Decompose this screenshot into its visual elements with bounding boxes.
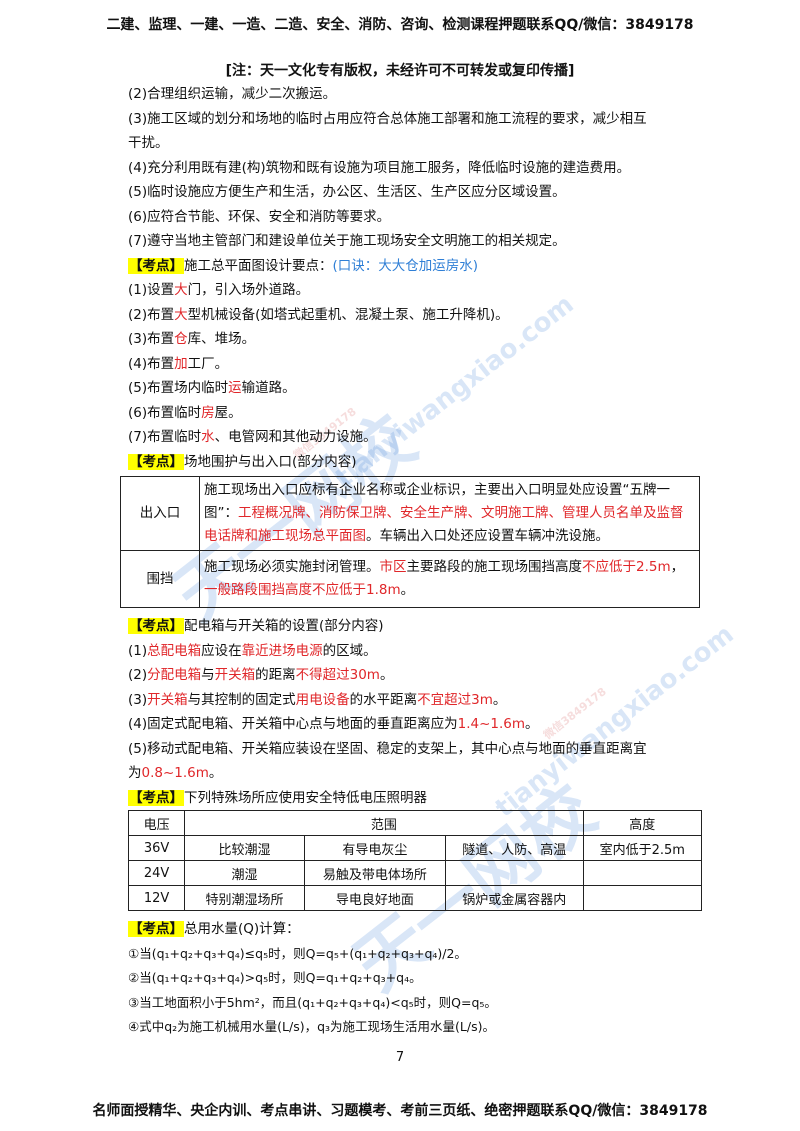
section-heading: 【考点】施工总平面图设计要点：(口诀：大大仓加运房水) bbox=[128, 254, 708, 279]
table-cell: 锅炉或金属容器内 bbox=[444, 885, 584, 911]
table-cell bbox=[444, 860, 584, 886]
formula-line: ②当(q₁+q₂+q₃+q₄)>q₅时，则Q=q₁+q₂+q₃+q₄。 bbox=[128, 970, 422, 985]
key-point-tag: 【考点】 bbox=[128, 618, 184, 634]
table-cell: 施工现场必须实施封闭管理。市区主要路段的施工现场围挡高度不应低于2.5m，一般路… bbox=[199, 550, 700, 608]
table-cell: 12V bbox=[127, 885, 186, 911]
text-line: (6)应符合节能、环保、安全和消防等要求。 bbox=[128, 208, 391, 225]
table-cell: 出入口 bbox=[120, 476, 200, 551]
key-point-tag: 【考点】 bbox=[128, 257, 184, 274]
key-point-tag: 【考点】 bbox=[128, 453, 184, 470]
text-line: 干扰。 bbox=[128, 135, 169, 151]
page-header: 二建、监理、一建、一造、二造、安全、消防、咨询、检测课程押题联系QQ/微信：38… bbox=[106, 17, 694, 33]
list-item: (4)固定式配电箱、开关箱中心点与地面的垂直距离应为1.4~1.6m。 bbox=[128, 716, 539, 732]
table-cell: 比较潮湿 bbox=[184, 835, 305, 861]
voltage-table: 电压 范围 高度 36V 比较潮湿 有导电灰尘 隧道、人防、高温 室内低于2.5… bbox=[127, 810, 703, 911]
list-item: 为0.8~1.6m。 bbox=[128, 765, 223, 781]
section-title: 总用水量(Q)计算： bbox=[184, 921, 300, 937]
mnemonic: (口诀：大大仓加运房水) bbox=[332, 257, 479, 274]
table-cell: 有导电灰尘 bbox=[303, 835, 446, 861]
table-cell: 室内低于2.5m bbox=[582, 835, 703, 861]
text-line: (2)合理组织运输，减少二次搬运。 bbox=[128, 86, 337, 102]
site-enclosure-table: 出入口 施工现场出入口应标有企业名称或企业标识，主要出入口明显处应设置“五牌一图… bbox=[120, 476, 700, 608]
list-item: (1)设置大门，引入场外道路。 bbox=[128, 282, 310, 298]
key-point-tag: 【考点】 bbox=[128, 921, 184, 937]
list-item: (4)布置加工厂。 bbox=[128, 355, 229, 372]
text-line: (3)施工区域的划分和场地的临时占用应符合总体施工部署和施工流程的要求，减少相互 bbox=[128, 110, 647, 127]
section-title: 施工总平面图设计要点： bbox=[184, 257, 333, 274]
table-row: 出入口 施工现场出入口应标有企业名称或企业标识，主要出入口明显处应设置“五牌一图… bbox=[120, 476, 700, 551]
copyright-notice: [注：天一文化专有版权，未经许可不可转发或复印传播] bbox=[225, 63, 575, 79]
list-item: (5)移动式配电箱、开关箱应装设在坚固、稳定的支架上，其中心点与地面的垂直距离宜 bbox=[128, 740, 647, 757]
list-item: (1)总配电箱应设在靠近进场电源的区域。 bbox=[128, 642, 377, 659]
table-row: 36V 比较潮湿 有导电灰尘 隧道、人防、高温 室内低于2.5m bbox=[127, 835, 703, 861]
list-item: (7)布置临时水、电管网和其他动力设施。 bbox=[128, 429, 377, 445]
section-heading: 【考点】场地围护与出入口(部分内容) bbox=[128, 450, 708, 475]
list-item: (2)分配电箱与开关箱的距离不得超过30m。 bbox=[128, 667, 394, 683]
table-header: 电压 bbox=[127, 810, 186, 836]
table-cell bbox=[582, 860, 703, 886]
table-cell: 潮湿 bbox=[184, 860, 305, 886]
table-row: 围挡 施工现场必须实施封闭管理。市区主要路段的施工现场围挡高度不应低于2.5m，… bbox=[120, 550, 700, 608]
list-item: (6)布置临时房屋。 bbox=[128, 404, 242, 421]
text-line: (5)临时设施应方便生产和生活，办公区、生活区、生产区应分区域设置。 bbox=[128, 184, 566, 200]
section-title: 下列特殊场所应使用安全特低电压照明器 bbox=[184, 789, 427, 806]
section-heading: 【考点】配电箱与开关箱的设置(部分内容) bbox=[128, 614, 708, 639]
text-line: (4)充分利用既有建(构)筑物和既有设施为项目施工服务，降低临时设施的建造费用。 bbox=[128, 159, 631, 176]
table-cell: 导电良好地面 bbox=[303, 885, 446, 911]
page-number: 7 bbox=[395, 1050, 405, 1065]
list-item: (3)布置仓库、堆场。 bbox=[128, 331, 256, 347]
table-row: 12V 特别潮湿场所 导电良好地面 锅炉或金属容器内 bbox=[127, 885, 703, 911]
section-title: 场地围护与出入口(部分内容) bbox=[184, 453, 357, 470]
table-header: 范围 bbox=[184, 810, 584, 836]
table-cell: 围挡 bbox=[120, 550, 200, 608]
table-cell: 施工现场出入口应标有企业名称或企业标识，主要出入口明显处应设置“五牌一图”：工程… bbox=[199, 476, 700, 551]
main-content: (2)合理组织运输，减少二次搬运。 (3)施工区域的划分和场地的临时占用应符合总… bbox=[120, 82, 708, 1040]
formula-line: ④式中q₂为施工机械用水量(L/s)，q₃为施工现场生活用水量(L/s)。 bbox=[128, 1019, 495, 1034]
list-item: (3)开关箱与其控制的固定式用电设备的水平距离不宜超过3m。 bbox=[128, 691, 507, 708]
table-cell: 24V bbox=[127, 860, 186, 886]
formula-line: ③当工地面积小于5hm²，而且(q₁+q₂+q₃+q₄)<q₅时，则Q=q₅。 bbox=[128, 994, 497, 1010]
table-cell: 隧道、人防、高温 bbox=[444, 835, 584, 861]
section-heading: 【考点】总用水量(Q)计算： bbox=[128, 917, 708, 942]
table-header: 高度 bbox=[582, 810, 703, 836]
section-heading: 【考点】下列特殊场所应使用安全特低电压照明器 bbox=[128, 786, 708, 811]
list-item: (2)布置大型机械设备(如塔式起重机、混凝土泵、施工升降机)。 bbox=[128, 306, 509, 323]
section-title: 配电箱与开关箱的设置(部分内容) bbox=[184, 618, 384, 634]
key-point-tag: 【考点】 bbox=[128, 789, 184, 806]
page-footer: 名师面授精华、央企内训、考点串讲、习题模考、考前三页纸、绝密押题联系QQ/微信：… bbox=[92, 1103, 708, 1119]
table-header-row: 电压 范围 高度 bbox=[127, 810, 703, 836]
table-cell bbox=[582, 885, 703, 911]
table-cell: 易触及带电体场所 bbox=[303, 860, 446, 886]
table-row: 24V 潮湿 易触及带电体场所 bbox=[127, 860, 703, 886]
text-line: (7)遵守当地主管部门和建设单位关于施工现场安全文明施工的相关规定。 bbox=[128, 233, 566, 249]
table-cell: 特别潮湿场所 bbox=[184, 885, 305, 911]
formula-line: ①当(q₁+q₂+q₃+q₄)≤q₅时，则Q=q₅+(q₁+q₂+q₃+q₄)/… bbox=[128, 945, 467, 961]
list-item: (5)布置场内临时运输道路。 bbox=[128, 380, 296, 396]
table-cell: 36V bbox=[127, 835, 186, 861]
